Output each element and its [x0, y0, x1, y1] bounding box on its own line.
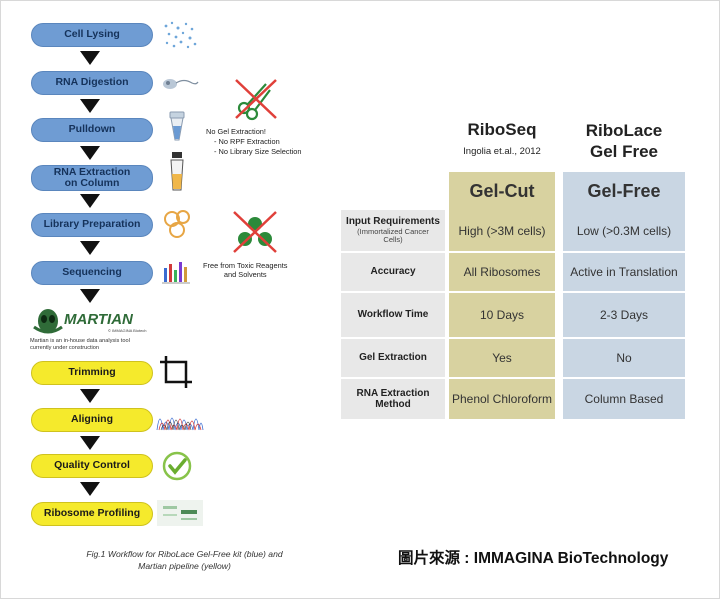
row-label-workflow-time: Workflow Time [341, 293, 445, 337]
no-gel-note-title: No Gel Extraction! [206, 127, 266, 136]
figure-caption: Fig.1 Workflow for RiboLace Gel-Free kit… [86, 549, 283, 571]
free-toxic-note: Free from Toxic Reagents and Solvents [203, 261, 288, 280]
down-arrow-icon [80, 241, 100, 255]
check-circle-icon [162, 451, 192, 481]
library-rings-icon [164, 210, 190, 238]
gel-free-time-cell: 2-3 Days [563, 293, 685, 337]
row-label-rna-extraction: RNA Extraction Method [341, 379, 445, 419]
crop-icon [160, 356, 192, 388]
down-arrow-icon [80, 146, 100, 160]
down-arrow-icon [80, 389, 100, 403]
row-label-gel-extraction: Gel Extraction [341, 339, 445, 377]
gel-cut-input-cell: High (>3M cells) [449, 210, 555, 251]
cells-dots-icon [164, 21, 197, 49]
step-sequencing: Sequencing [31, 261, 153, 285]
gel-cut-extraction-cell: Yes [449, 339, 555, 377]
step-rna-digestion: RNA Digestion [31, 71, 153, 95]
step-pulldown: Pulldown [31, 118, 153, 142]
no-gel-note-item: - No RPF Extraction [214, 137, 280, 146]
down-arrow-icon [80, 289, 100, 303]
down-arrow-icon [80, 51, 100, 65]
step-cell-lysing: Cell Lysing [31, 23, 153, 47]
step-aligning: Aligning [31, 408, 153, 432]
ribolace-title: RiboLace Gel Free [585, 121, 663, 162]
row-label-text: Input Requirements [346, 216, 440, 228]
gel-free-accuracy-cell: Active in Translation [563, 253, 685, 291]
gel-free-extraction-cell: No [563, 339, 685, 377]
gel-free-input-cell: Low (>0.3M cells) [563, 210, 685, 251]
step-quality-control: Quality Control [31, 454, 153, 478]
step-trimming: Trimming [31, 361, 153, 385]
row-label-subtext: (Immortalized Cancer Cells) [357, 226, 429, 245]
chromatogram-icon [156, 417, 204, 431]
riboseq-citation: Ingolia et.al., 2012 [463, 146, 541, 157]
no-gel-note-item: - No Library Size Selection [214, 147, 302, 156]
down-arrow-icon [80, 194, 100, 208]
gel-cut-accuracy-cell: All Ribosomes [449, 253, 555, 291]
riboseq-title: RiboSeq [467, 120, 537, 139]
no-biohazard-icon [233, 211, 277, 253]
row-label-input-requirements: Input Requirements (Immortalized Cancer … [341, 210, 445, 251]
row-label-accuracy: Accuracy [341, 253, 445, 291]
gel-cut-header: Gel-Cut [449, 172, 555, 210]
gel-free-method-cell: Column Based [563, 379, 685, 419]
image-source: 圖片來源 : IMMAGINA BioTechnology [398, 550, 669, 567]
gel-bands-icon [157, 500, 203, 526]
column-tube-icon [170, 152, 184, 191]
gel-cut-time-cell: 10 Days [449, 293, 555, 337]
step-library-preparation: Library Preparation [31, 213, 153, 237]
no-scissors-icon [235, 79, 277, 121]
tube-icon [169, 111, 185, 141]
gel-cut-method-cell: Phenol Chloroform [449, 379, 555, 419]
gel-free-header: Gel-Free [563, 172, 685, 210]
step-ribosome-profiling: Ribosome Profiling [31, 502, 153, 526]
down-arrow-icon [80, 99, 100, 113]
down-arrow-icon [80, 436, 100, 450]
rna-digestion-icon [163, 79, 199, 89]
martian-note: Martian is an in-house data analysis too… [30, 338, 130, 351]
down-arrow-icon [80, 482, 100, 496]
sequencing-bars-icon [162, 262, 190, 284]
step-rna-extraction: RNA Extraction on Column [31, 165, 153, 191]
martian-logo-small: © IMMAGINA Biotech [108, 328, 147, 333]
martian-logo-text: MARTIAN [64, 311, 134, 328]
martian-logo-icon: MARTIAN © IMMAGINA Biotech [33, 309, 147, 334]
